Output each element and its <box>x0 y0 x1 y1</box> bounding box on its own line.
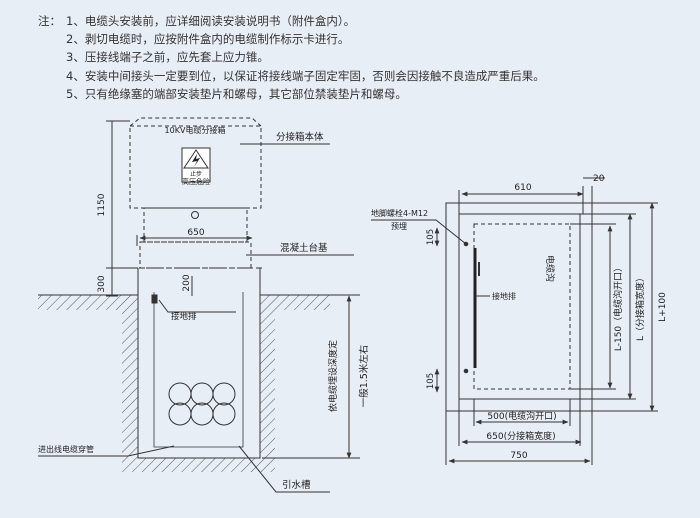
label-anchor-bolt: 地脚螺栓4-M12 <box>371 208 428 218</box>
note-row-1: 注： 1、电缆头安装前，应详细阅读安装说明书（附件盒内）。 <box>38 12 678 30</box>
label-conduit: 进出线电缆穿管 <box>38 444 94 454</box>
label-box-body: 分接箱本体 <box>276 131 324 143</box>
box-lower <box>143 207 248 243</box>
inner-frame <box>458 213 581 400</box>
label-cable-trench: 电缆沟 <box>544 255 556 282</box>
dim-200: 200 <box>182 274 192 291</box>
dim-750: 750 <box>510 451 527 461</box>
conduit-pipes <box>168 382 236 426</box>
ground-bar <box>151 294 158 304</box>
dim-500: 500(电缆沟开口) <box>487 410 556 422</box>
notes-prefix: 注： <box>38 14 61 28</box>
warning-line-2: 高压危险 <box>182 177 210 186</box>
label-ground-bar-left: 接地排 <box>171 311 197 322</box>
note-row-5: 5、只有绝缘塞的端部安装垫片和螺母，其它部位禁装垫片和螺母。 <box>38 85 678 103</box>
label-concrete-base: 混凝土台基 <box>280 242 328 254</box>
foundation-outline <box>137 268 261 459</box>
high-voltage-warning-icon <box>181 147 211 183</box>
label-ground-bar-right: 接地排 <box>492 291 516 301</box>
note-4: 4、安装中间接头一定要到位，以保证将接线端子固定牢固，否则会因接触不良造成严重后… <box>66 68 545 83</box>
note-3: 3、压接线端子之前，应先套上应力锥。 <box>66 50 269 65</box>
dim-105-top: 105 <box>426 229 436 245</box>
ground-hatch <box>38 294 330 472</box>
installation-notes: 注： 1、电缆头安装前，应详细阅读安装说明书（附件盒内）。 2、剥切电缆时，应按… <box>38 12 678 103</box>
lock-icon <box>191 211 199 219</box>
note-1: 1、电缆头安装前，应详细阅读安装说明书（附件盒内）。 <box>66 14 356 28</box>
dim-650-left: 650 <box>187 228 204 238</box>
dim-610: 610 <box>514 183 531 193</box>
note-row-3: 3、压接线端子之前，应先套上应力锥。 <box>38 48 678 66</box>
dim-650-right: 650(分接箱宽度) <box>486 430 555 442</box>
trench-dashed <box>473 223 571 390</box>
dim-L-150: L-150（电缆沟开口） <box>612 263 624 351</box>
box-title: 10KV电缆分接箱 <box>165 125 226 135</box>
dim-300: 300 <box>97 275 107 292</box>
elevation-view <box>38 117 360 493</box>
label-depth-2: 一般1.5米左右 <box>358 345 370 408</box>
label-depth-1: 依电缆埋设深度定 <box>327 340 339 412</box>
note-5: 5、只有绝缘塞的端部安装垫片和螺母，其它部位禁装垫片和螺母。 <box>66 86 407 101</box>
label-drain: 引水槽 <box>282 479 311 491</box>
dim-L: L（分接箱宽度） <box>634 273 646 341</box>
dim-L-plus-100: L+100 <box>658 292 668 322</box>
plan-view <box>371 177 658 465</box>
dim-105-bottom: 105 <box>426 373 436 389</box>
warning-line-1: 止步 <box>190 170 202 178</box>
outer-frame <box>445 202 593 412</box>
anchor-bolt-bottom <box>463 368 469 374</box>
note-2: 2、剥切电缆时，应按附件盒内的电缆制作标示卡进行。 <box>66 32 350 47</box>
note-row-4: 4、安装中间接头一定要到位，以保证将接线端子固定牢固，否则会因接触不良造成严重后… <box>38 67 678 85</box>
dim-1150: 1150 <box>97 193 107 216</box>
note-row-2: 2、剥切电缆时，应按附件盒内的电缆制作标示卡进行。 <box>38 30 678 48</box>
label-embedded: 预埋 <box>391 221 407 231</box>
dim-20: 20 <box>593 174 605 184</box>
box-plinth <box>139 241 252 269</box>
